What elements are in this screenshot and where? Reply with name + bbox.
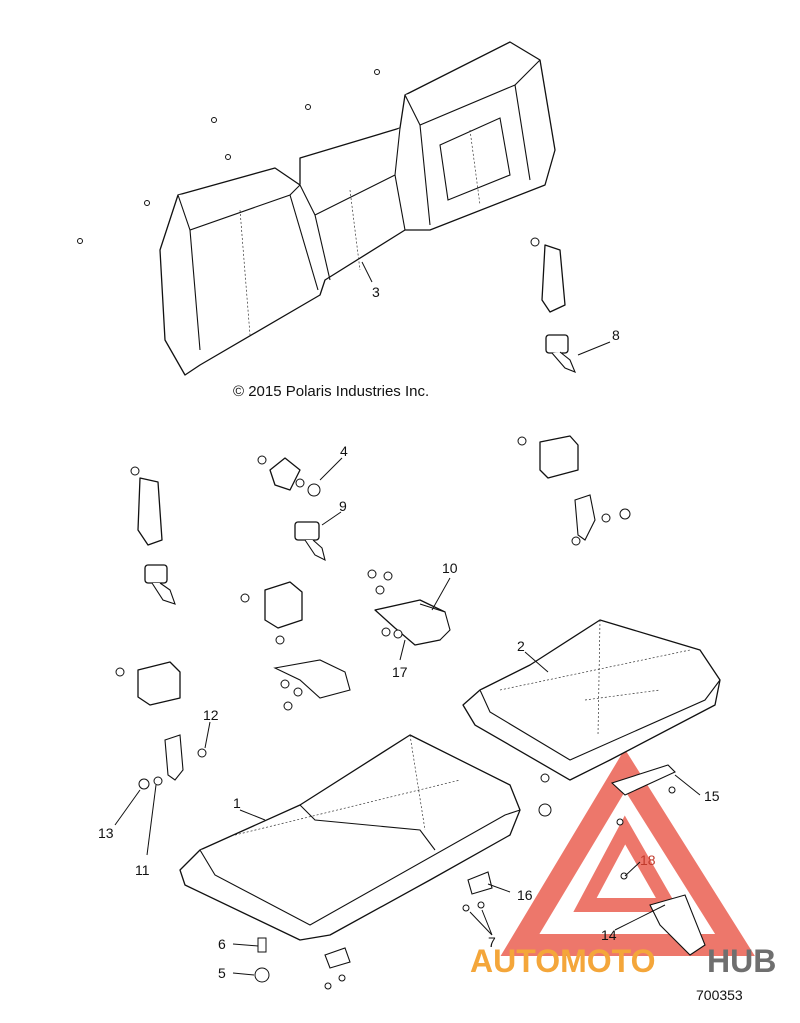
callout-11: 11 [135,862,150,878]
buckle-9 [294,521,326,562]
callout-1: 1 [233,795,241,811]
seat-back-screws [77,69,380,244]
callout-9: 9 [339,498,347,514]
callout-17: 17 [392,664,408,680]
seat-cushion-right [462,619,721,781]
callout-3: 3 [372,284,380,300]
callout-13: 13 [98,825,114,841]
retractor-left-lower [115,661,207,790]
lower-left-hardware [254,937,351,990]
lower-right-hardware [462,764,706,956]
callout-7: 7 [488,934,496,950]
callout-14: 14 [601,927,617,943]
callout-16: 16 [517,887,533,903]
watermark-automoto: AUTOMOTO [470,943,655,979]
callout-10: 10 [442,560,458,576]
callout-5: 5 [218,965,226,981]
retractor-right [517,435,631,546]
watermark-text: AUTOMOTO HUB [470,943,776,979]
seat-belt-left [130,466,176,605]
leader-lines [114,261,701,976]
callout-2: 2 [517,638,525,654]
callout-6: 6 [218,936,226,952]
seat-back [159,41,556,376]
copyright-notice: © 2015 Polaris Industries Inc. [233,383,429,400]
retractor-center [240,581,351,711]
watermark-triangle [500,748,755,956]
callout-8: 8 [612,327,620,343]
diagram-reference-number: 700353 [696,987,743,1003]
callout-15: 15 [704,788,720,804]
callout-labels: 3 8 4 9 10 17 2 12 1 13 11 15 16 18 14 7… [98,284,720,981]
bracket-4 [257,455,321,497]
watermark-hub: HUB [707,943,776,979]
seat-belt-right-upper [530,237,577,373]
callout-4: 4 [340,443,348,459]
callout-18: 18 [640,852,656,868]
latch-assembly [367,569,451,646]
seat-cushion-left [179,734,521,941]
callout-12: 12 [203,707,219,723]
